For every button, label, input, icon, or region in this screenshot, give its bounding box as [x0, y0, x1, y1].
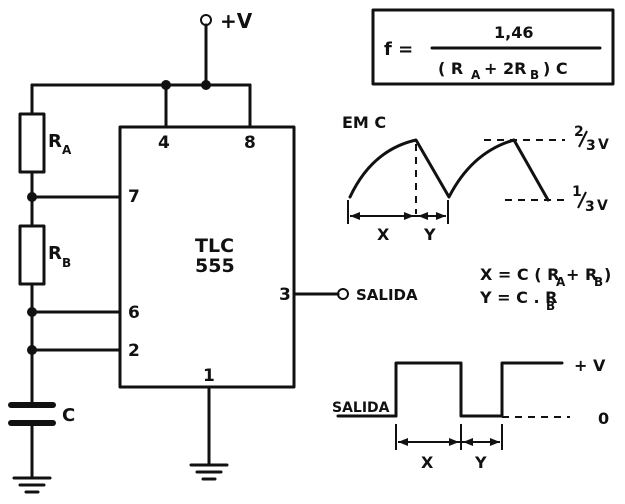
- time-equations: X = C ( R A + R B ) Y = C . R B: [479, 265, 611, 313]
- eq-y-lhs: Y = C . R: [479, 288, 557, 307]
- frequency-formula: f = 1,46 ( R A + 2R B ) C: [371, 8, 615, 86]
- formula-den-b: + 2R: [484, 59, 526, 78]
- formula-lhs: f =: [384, 39, 413, 60]
- cap-lower-unit: V: [597, 198, 608, 214]
- capacitor-label: C: [62, 405, 75, 426]
- ground-symbol: [12, 476, 52, 494]
- timing-network: R A R B C: [8, 83, 122, 494]
- supply-label: +V: [220, 9, 253, 33]
- output-terminal: SALIDA: [292, 286, 418, 304]
- cap-lower-den: 3: [585, 199, 595, 215]
- pin-1-label: 1: [203, 366, 215, 386]
- out-high-label: + V: [574, 356, 606, 375]
- pin-6-label: 6: [128, 303, 140, 323]
- out-wave-pulse: [394, 361, 564, 418]
- junction-dot: [161, 80, 171, 90]
- cap-wave-title: EM C: [342, 113, 386, 132]
- formula-den-b-sub: B: [530, 68, 539, 82]
- eq-x-mid: + R: [566, 265, 597, 284]
- formula-numerator: 1,46: [494, 23, 533, 42]
- out-wave-label: SALIDA: [332, 400, 390, 416]
- eq-x-sub1: A: [556, 275, 566, 289]
- pin-4-label: 4: [158, 133, 170, 153]
- cap-x-label: X: [377, 225, 390, 244]
- eq-y-sub: B: [546, 299, 555, 313]
- eq-x-sub2: B: [594, 275, 603, 289]
- pin-7-label: 7: [128, 187, 140, 207]
- ra-subscript: A: [62, 143, 72, 157]
- cap-upper-unit: V: [598, 137, 609, 153]
- ic-ground: [189, 385, 229, 481]
- ic-555: TLC 555 4 8 7 6 2 3 1: [118, 125, 296, 389]
- formula-den-a: ( R: [438, 59, 463, 78]
- capacitor-waveform: EM C 2 3 V 1 3 V X Y: [342, 113, 609, 244]
- supply-bus: [30, 80, 252, 129]
- cap-upper-num: 2: [574, 124, 584, 140]
- rb-subscript: B: [62, 256, 71, 270]
- resistor-rb: [18, 224, 46, 286]
- cap-wave-curve: [348, 138, 550, 202]
- pin-2-label: 2: [128, 341, 140, 361]
- capacitor-c: [8, 402, 56, 426]
- resistor-ra: [18, 112, 46, 174]
- output-waveform: SALIDA + V 0 X Y: [332, 356, 609, 472]
- formula-den-c: ) C: [543, 59, 568, 78]
- output-label: SALIDA: [356, 286, 418, 304]
- out-low-label: 0: [598, 409, 609, 428]
- formula-den-a-sub: A: [471, 68, 481, 82]
- supply-terminal: +V: [200, 9, 253, 87]
- eq-x-lhs: X = C ( R: [480, 265, 559, 284]
- ra-letter: R: [48, 131, 62, 152]
- out-y-label: Y: [474, 453, 487, 472]
- cap-upper-den: 3: [586, 138, 596, 154]
- ic-name-line2: 555: [195, 255, 235, 277]
- ic-name-line1: TLC: [195, 235, 234, 257]
- eq-x-rhs: ): [604, 265, 611, 284]
- cap-y-label: Y: [423, 225, 436, 244]
- junction-dot: [201, 80, 211, 90]
- pin-3-label: 3: [279, 285, 291, 305]
- pin-8-label: 8: [244, 133, 256, 153]
- rb-letter: R: [48, 243, 62, 264]
- cap-lower-num: 1: [572, 184, 582, 200]
- out-x-label: X: [421, 453, 434, 472]
